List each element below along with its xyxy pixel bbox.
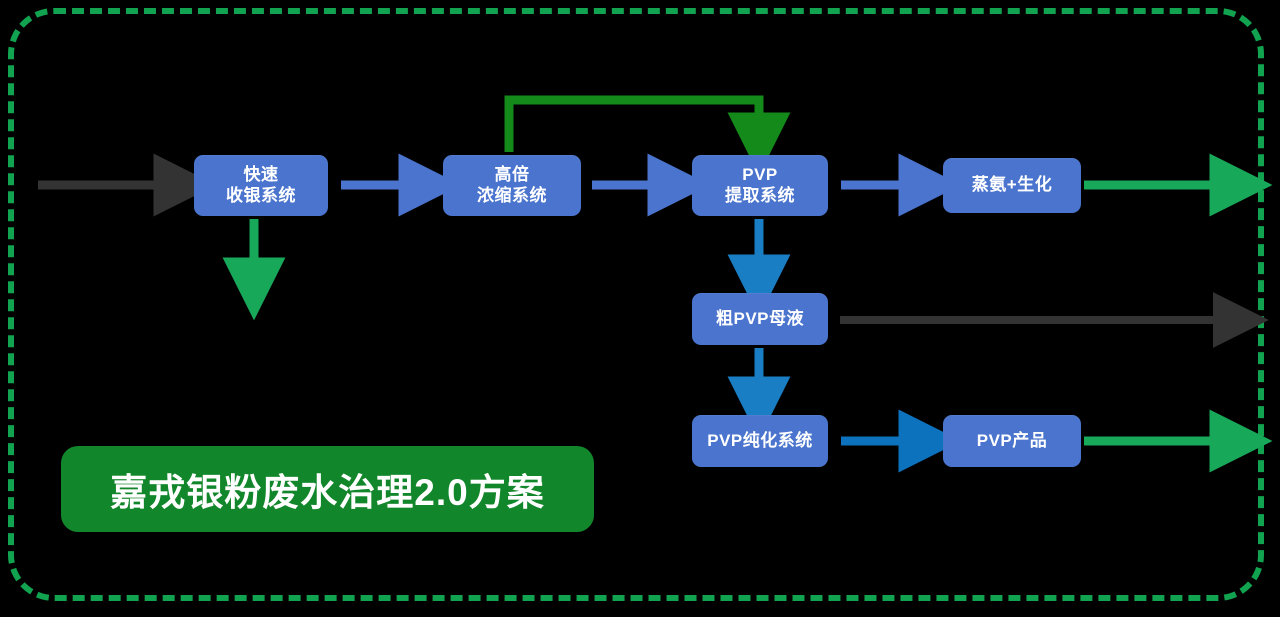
node-pvp-chunhua-xitong[interactable]: PVP纯化系统 xyxy=(692,415,828,467)
title-banner: 嘉戎银粉废水治理2.0方案 xyxy=(61,446,594,532)
diagram-title: 嘉戎银粉废水治理2.0方案 xyxy=(110,472,545,513)
node-label: 粗PVP母液 xyxy=(715,308,805,328)
node-kuaisu-shouyin-xitong[interactable]: 快速 收银系统 xyxy=(194,155,328,216)
node-label: PVP 提取系统 xyxy=(725,164,795,205)
node-cu-pvp-muye[interactable]: 粗PVP母液 xyxy=(692,293,828,345)
node-gaobei-nongsuo-xitong[interactable]: 高倍 浓缩系统 xyxy=(443,155,581,216)
node-label: 快速 收银系统 xyxy=(226,164,296,205)
node-label: PVP纯化系统 xyxy=(707,430,813,450)
node-pvp-tiqu-xitong[interactable]: PVP 提取系统 xyxy=(692,155,828,216)
node-label: 高倍 浓缩系统 xyxy=(477,164,547,205)
node-zhengan-shenghua[interactable]: 蒸氨+生化 xyxy=(943,158,1081,213)
node-pvp-chanpin[interactable]: PVP产品 xyxy=(943,415,1081,467)
node-label: 蒸氨+生化 xyxy=(971,175,1053,195)
node-label: PVP产品 xyxy=(976,430,1048,450)
connector-gaobei-recycle-to-pvp-tiqu xyxy=(504,95,791,176)
